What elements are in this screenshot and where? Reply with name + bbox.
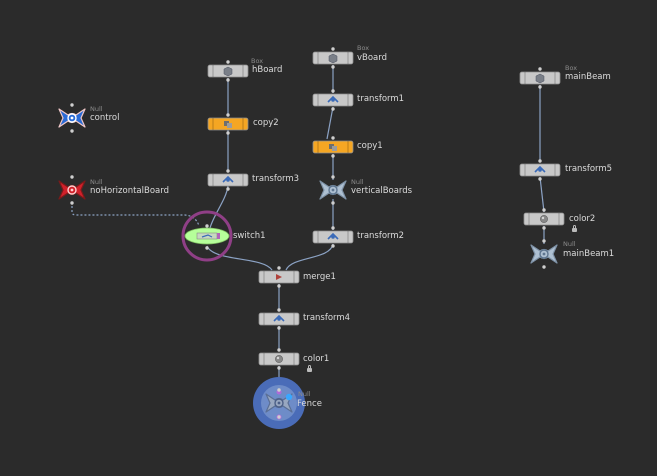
merge1-label: merge1: [303, 272, 336, 282]
node-copy2[interactable]: [207, 113, 249, 135]
node-hBoard[interactable]: [207, 60, 249, 82]
vBoard-label: vBoard: [357, 53, 388, 63]
control-label: control: [90, 113, 120, 123]
color1-lock-icon: [307, 365, 312, 372]
mainBeam-type-label: Box: [565, 64, 578, 72]
noHorizontalBoard-label: noHorizontalBoard: [90, 186, 169, 196]
mainBeam1-label: mainBeam1: [563, 249, 615, 259]
color2-lock-icon: [572, 225, 577, 232]
transform4-label: transform4: [303, 313, 351, 323]
transform2-label: transform2: [357, 231, 405, 241]
node-merge1[interactable]: [258, 266, 300, 288]
verticalBoards-type-label: Null: [351, 178, 364, 186]
mainBeam1-type-label: Null: [563, 240, 576, 248]
Fence-type-label: Null: [298, 390, 311, 398]
transform5-label: transform5: [565, 164, 613, 174]
Fence-label: Fence: [297, 399, 322, 409]
noHorizontalBoard-type-label: Null: [90, 178, 103, 186]
node-transform5[interactable]: [519, 159, 561, 181]
verticalBoards-label: verticalBoards: [351, 186, 413, 196]
node-Fence[interactable]: [261, 385, 297, 421]
node-control[interactable]: [58, 103, 86, 133]
copy1-label: copy1: [357, 141, 383, 151]
mainBeam-label: mainBeam: [565, 72, 611, 82]
node-color2[interactable]: [523, 208, 565, 230]
node-color1[interactable]: [258, 348, 300, 370]
node-transform4[interactable]: [258, 308, 300, 330]
node-switch1[interactable]: [184, 224, 230, 250]
node-vBoard[interactable]: [312, 47, 354, 69]
transform3-label: transform3: [252, 174, 300, 184]
hBoard-label: hBoard: [252, 65, 283, 75]
node-mainBeam[interactable]: [519, 67, 561, 89]
node-transform2[interactable]: [312, 226, 354, 248]
color2-label: color2: [569, 214, 596, 224]
node-noHorizontalBoard[interactable]: [58, 175, 86, 205]
transform1-label: transform1: [357, 94, 405, 104]
vBoard-type-label: Box: [357, 44, 370, 52]
node-transform3[interactable]: [207, 169, 249, 191]
node-copy1[interactable]: [312, 136, 354, 158]
node-mainBeam1[interactable]: [530, 239, 558, 269]
copy2-label: copy2: [253, 118, 279, 128]
color1-label: color1: [303, 354, 330, 364]
wires: [71, 65, 545, 390]
control-type-label: Null: [90, 105, 103, 113]
switch1-label: switch1: [233, 231, 266, 241]
node-verticalBoards[interactable]: [319, 175, 347, 205]
nodes: [58, 47, 565, 421]
node-transform1[interactable]: [312, 89, 354, 111]
hBoard-type-label: Box: [251, 57, 264, 65]
